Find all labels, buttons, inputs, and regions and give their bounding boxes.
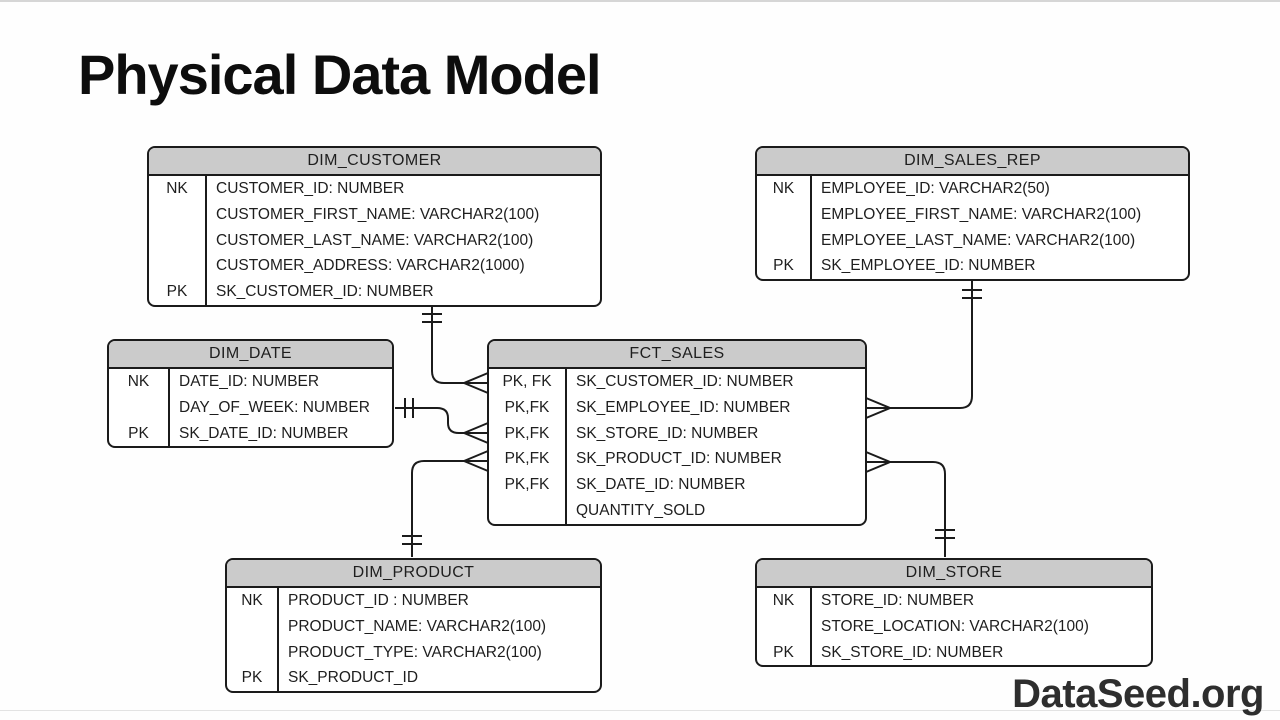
field-cell: SK_PRODUCT_ID — [288, 669, 419, 687]
key-cell — [757, 227, 812, 254]
field-cell: DATE_ID: NUMBER — [179, 373, 320, 390]
key-cell: PK, FK — [489, 369, 567, 395]
table-header: FCT_SALES — [489, 341, 865, 369]
key-cell: PK — [227, 665, 279, 692]
key-cell — [757, 201, 812, 228]
key-cell: NK — [757, 588, 812, 614]
connector-store-to-fctsales — [865, 451, 955, 557]
watermark: DataSeed.org — [1012, 672, 1264, 716]
key-cell: PK — [149, 279, 207, 305]
key-cell — [149, 227, 207, 254]
field-cell: STORE_LOCATION: VARCHAR2(100) — [821, 617, 1089, 635]
field-cell: CUSTOMER_LAST_NAME: VARCHAR2(100) — [216, 231, 534, 249]
table-header: DIM_STORE — [757, 560, 1151, 588]
field-cell: SK_CUSTOMER_ID: NUMBER — [576, 373, 794, 390]
field-cell: SK_STORE_ID: NUMBER — [576, 424, 759, 442]
table-body: NK CUSTOMER_ID: NUMBER CUSTOMER_FIRST_NA… — [149, 176, 600, 305]
field-cell: SK_STORE_ID: NUMBER — [821, 643, 1004, 661]
table-dim-sales-rep: DIM_SALES_REP NK EMPLOYEE_ID: VARCHAR2(5… — [755, 146, 1190, 282]
field-cell: EMPLOYEE_ID: VARCHAR2(50) — [821, 180, 1050, 197]
field-cell: PRODUCT_NAME: VARCHAR2(100) — [288, 617, 547, 635]
key-cell: PK — [109, 420, 170, 447]
key-cell: PK,FK — [489, 394, 567, 421]
key-cell: PK — [757, 253, 812, 280]
key-cell — [757, 613, 812, 640]
field-cell: STORE_ID: NUMBER — [821, 592, 975, 609]
connector-customer-to-fctsales — [422, 306, 489, 394]
table-dim-date: DIM_DATE NK DATE_ID: NUMBER DAY_OF_WEEK:… — [107, 339, 394, 449]
field-cell: SK_DATE_ID: NUMBER — [576, 476, 746, 494]
field-cell: SK_CUSTOMER_ID: NUMBER — [216, 283, 434, 301]
field-cell: CUSTOMER_FIRST_NAME: VARCHAR2(100) — [216, 205, 540, 223]
key-cell: PK,FK — [489, 472, 567, 498]
table-body: NK PRODUCT_ID : NUMBER PRODUCT_NAME: VAR… — [227, 588, 600, 692]
connector-line — [411, 460, 464, 557]
table-body: NK EMPLOYEE_ID: VARCHAR2(50) EMPLOYEE_FI… — [757, 176, 1188, 280]
table-header: DIM_DATE — [109, 341, 392, 369]
key-cell — [149, 201, 207, 228]
field-cell: SK_EMPLOYEE_ID: NUMBER — [821, 257, 1036, 275]
key-cell — [489, 497, 567, 524]
key-cell: PK — [757, 639, 812, 666]
table-body: PK, FK SK_CUSTOMER_ID: NUMBER PK,FK SK_E… — [489, 369, 865, 524]
key-cell — [149, 253, 207, 280]
field-cell: PRODUCT_TYPE: VARCHAR2(100) — [288, 643, 542, 661]
one-cardinality-ticks-icon — [935, 529, 955, 539]
field-cell: EMPLOYEE_FIRST_NAME: VARCHAR2(100) — [821, 205, 1142, 223]
field-cell: SK_EMPLOYEE_ID: NUMBER — [576, 398, 791, 416]
connector-line — [890, 281, 973, 409]
field-cell: CUSTOMER_ADDRESS: VARCHAR2(1000) — [216, 257, 525, 275]
table-dim-store: DIM_STORE NK STORE_ID: NUMBER STORE_LOCA… — [755, 558, 1153, 668]
connector-line — [431, 306, 464, 384]
connector-date-to-fctsales — [395, 398, 489, 444]
table-body: NK DATE_ID: NUMBER DAY_OF_WEEK: NUMBER P… — [109, 369, 392, 447]
connector-product-to-fctsales — [402, 450, 489, 557]
bottom-edge-line — [0, 710, 1280, 711]
one-cardinality-ticks-icon — [404, 398, 414, 418]
table-body: NK STORE_ID: NUMBER STORE_LOCATION: VARC… — [757, 588, 1151, 666]
connector-line — [890, 461, 946, 557]
field-cell: CUSTOMER_ID: NUMBER — [216, 180, 405, 197]
key-cell: PK,FK — [489, 446, 567, 473]
crow-foot-many-icon — [865, 451, 891, 473]
one-cardinality-ticks-icon — [422, 313, 442, 323]
field-cell: QUANTITY_SOLD — [576, 501, 706, 519]
field-cell: SK_PRODUCT_ID: NUMBER — [576, 450, 782, 468]
key-cell: NK — [109, 369, 170, 395]
one-cardinality-ticks-icon — [962, 289, 982, 299]
crow-foot-many-icon — [865, 397, 891, 419]
crow-foot-many-icon — [463, 372, 489, 394]
table-header: DIM_SALES_REP — [757, 148, 1188, 176]
key-cell — [227, 613, 279, 640]
page-title: Physical Data Model — [78, 43, 602, 106]
key-cell: PK,FK — [489, 420, 567, 447]
field-cell: DAY_OF_WEEK: NUMBER — [179, 398, 370, 416]
one-cardinality-ticks-icon — [402, 535, 422, 545]
crow-foot-many-icon — [463, 422, 489, 444]
table-header: DIM_CUSTOMER — [149, 148, 600, 176]
key-cell: NK — [757, 176, 812, 202]
table-fct-sales: FCT_SALES PK, FK SK_CUSTOMER_ID: NUMBER … — [487, 339, 867, 526]
table-dim-product: DIM_PRODUCT NK PRODUCT_ID : NUMBER PRODU… — [225, 558, 602, 694]
key-cell: NK — [149, 176, 207, 202]
field-cell: PRODUCT_ID : NUMBER — [288, 592, 469, 609]
crow-foot-many-icon — [463, 450, 489, 472]
top-edge-line — [0, 0, 1280, 2]
connector-line — [395, 407, 464, 434]
key-cell — [109, 394, 170, 421]
connector-salesrep-to-fctsales — [865, 281, 982, 419]
key-cell: NK — [227, 588, 279, 614]
table-dim-customer: DIM_CUSTOMER NK CUSTOMER_ID: NUMBER CUST… — [147, 146, 602, 307]
field-cell: EMPLOYEE_LAST_NAME: VARCHAR2(100) — [821, 231, 1136, 249]
table-header: DIM_PRODUCT — [227, 560, 600, 588]
key-cell — [227, 639, 279, 666]
field-cell: SK_DATE_ID: NUMBER — [179, 424, 349, 442]
